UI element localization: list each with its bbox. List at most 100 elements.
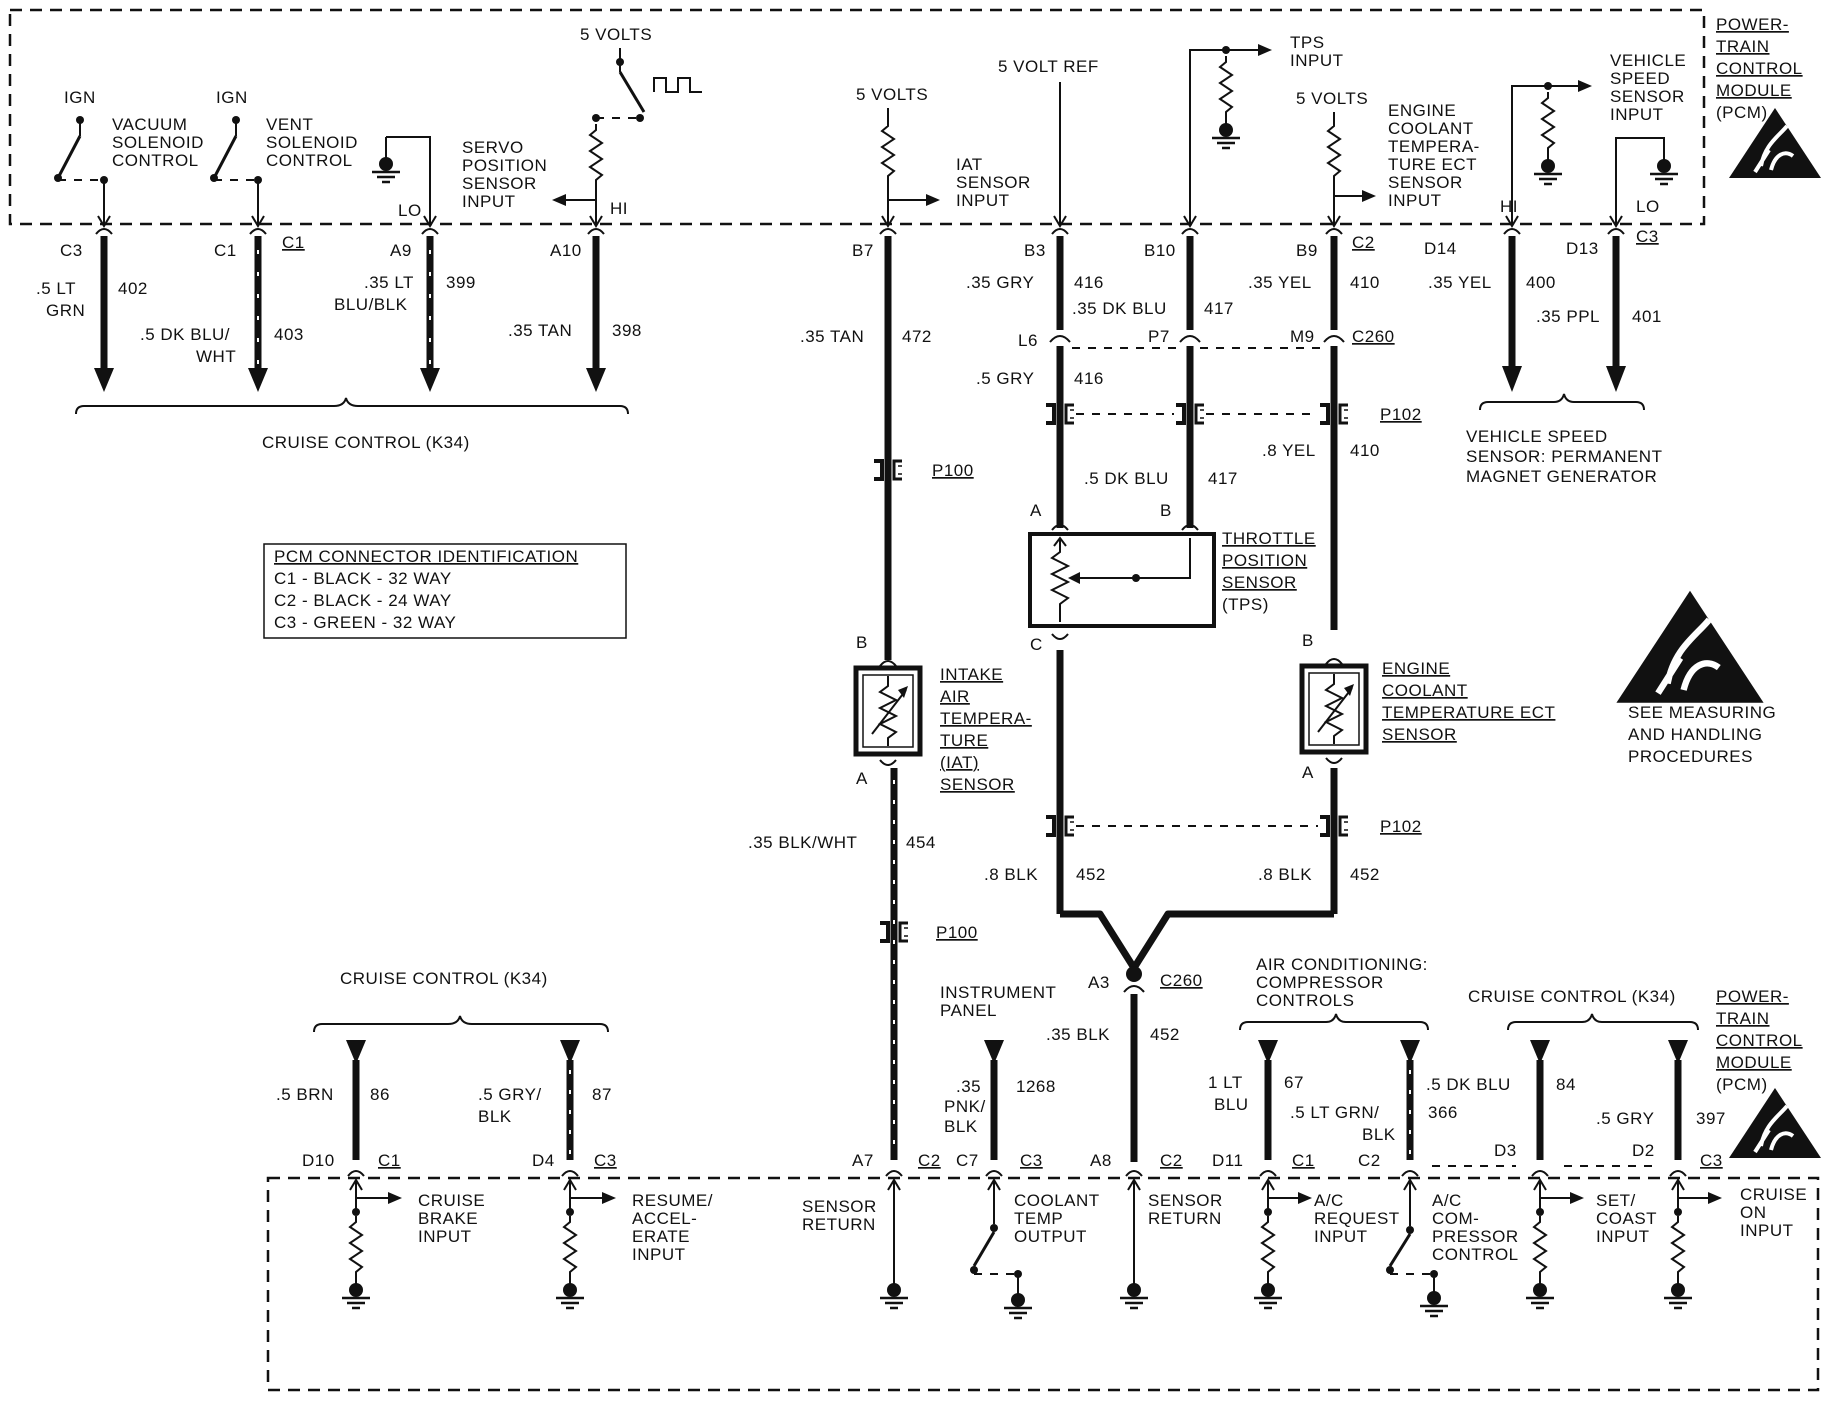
instrument-panel-label: PANEL bbox=[940, 1001, 997, 1020]
wire-color: PNK/ bbox=[944, 1097, 986, 1116]
vss-label: SENSOR: PERMANENT bbox=[1466, 447, 1662, 466]
pin-label: A9 bbox=[390, 241, 412, 260]
circuit-number: 399 bbox=[446, 273, 476, 292]
servo-label: SERVO bbox=[462, 138, 524, 157]
pin-label: C2 bbox=[1160, 1151, 1183, 1170]
iat-label: TEMPERA- bbox=[940, 709, 1032, 728]
wire-color: BLK bbox=[1362, 1125, 1396, 1144]
esd-warning-icon bbox=[1616, 591, 1763, 703]
sensor-return-label: SENSOR bbox=[1148, 1191, 1223, 1210]
servo-label: POSITION bbox=[462, 156, 547, 175]
ect-sensor: B A ENGINE COOLANT TEMPERATURE ECT SENSO… bbox=[1299, 631, 1555, 782]
wire-color: .5 GRY bbox=[1596, 1109, 1654, 1128]
circuit-number: 452 bbox=[1150, 1025, 1180, 1044]
resume-label: INPUT bbox=[632, 1245, 686, 1264]
wire-color: .35 YEL bbox=[1248, 273, 1312, 292]
ac-comp-label: PRESSOR bbox=[1432, 1227, 1519, 1246]
bottom-wires: .5 BRN 86 .5 GRY/ BLK 87 .35 PNK/ BLK 12… bbox=[276, 1040, 1725, 1167]
circuit-number: 452 bbox=[1076, 865, 1106, 884]
coolant-temp-label: TEMP bbox=[1014, 1209, 1063, 1228]
pin-label: C3 bbox=[594, 1151, 617, 1170]
pin-label: C3 bbox=[1636, 227, 1659, 246]
wire-color: BLK bbox=[478, 1107, 512, 1126]
pin-label: C1 bbox=[378, 1151, 401, 1170]
pin-label: C3 bbox=[1700, 1151, 1723, 1170]
pcm-title-line: CONTROL bbox=[1716, 59, 1803, 78]
wire-color: BLU bbox=[1214, 1095, 1249, 1114]
pin-label: B bbox=[856, 633, 868, 652]
wire-color: .5 DK BLU bbox=[1084, 469, 1169, 488]
coolant-temp-label: COOLANT bbox=[1014, 1191, 1100, 1210]
ect-input-label: COOLANT bbox=[1388, 119, 1474, 138]
vent-label: CONTROL bbox=[266, 151, 353, 170]
ac-request-label: A/C bbox=[1314, 1191, 1344, 1210]
pin-label: D2 bbox=[1632, 1141, 1655, 1160]
pin-label: D3 bbox=[1494, 1141, 1517, 1160]
cruise-control-label: CRUISE CONTROL (K34) bbox=[340, 969, 548, 988]
vss-input-label: SPEED bbox=[1610, 69, 1670, 88]
connector-label: P102 bbox=[1380, 817, 1422, 836]
sensor-return-label: RETURN bbox=[1148, 1209, 1222, 1228]
circuit-number: 400 bbox=[1526, 273, 1556, 292]
ect-label: ENGINE bbox=[1382, 659, 1450, 678]
tps-label: SENSOR bbox=[1222, 573, 1297, 592]
circuit-number: 366 bbox=[1428, 1103, 1458, 1122]
ect-input-label: TURE ECT bbox=[1388, 155, 1477, 174]
pin-label: A bbox=[856, 769, 868, 788]
cruise-on-label: ON bbox=[1740, 1203, 1767, 1222]
cruise-on-label: INPUT bbox=[1740, 1221, 1794, 1240]
hi-label: HI bbox=[1500, 197, 1518, 216]
circuit-number: 416 bbox=[1074, 273, 1104, 292]
vent-label: VENT bbox=[266, 115, 313, 134]
connector-label: M9 bbox=[1290, 327, 1315, 346]
pcm-title-line: POWER- bbox=[1716, 15, 1789, 34]
pcm-top-title: POWER- TRAIN CONTROL MODULE (PCM) bbox=[1716, 15, 1823, 180]
resume-label: ERATE bbox=[632, 1227, 690, 1246]
pin-label: B9 bbox=[1296, 241, 1318, 260]
pin-label: B bbox=[1160, 501, 1172, 520]
pin-label: C3 bbox=[1020, 1151, 1043, 1170]
ect-label: TEMPERATURE ECT bbox=[1382, 703, 1555, 722]
pcm-bottom-circuits: CRUISE BRAKE INPUT RESUME/ ACCEL- ERATE … bbox=[340, 1170, 1807, 1320]
tps-input-circuit: TPS INPUT bbox=[1183, 33, 1343, 228]
wire-color: .5 LT bbox=[36, 279, 76, 298]
circuit-number: 87 bbox=[592, 1085, 612, 1104]
resume-label: RESUME/ bbox=[632, 1191, 713, 1210]
pcm-title-line: TRAIN bbox=[1716, 1009, 1770, 1028]
tps-circuit: .35 GRY 416 .35 DK BLU 417 .35 YEL 410 L… bbox=[966, 228, 1421, 654]
lo-label: LO bbox=[398, 201, 422, 220]
wire-color: .8 YEL bbox=[1262, 441, 1316, 460]
wire-color: .5 BRN bbox=[276, 1085, 334, 1104]
tps-label: POSITION bbox=[1222, 551, 1307, 570]
iat-label: AIR bbox=[940, 687, 970, 706]
ect-input-label: ENGINE bbox=[1388, 101, 1456, 120]
tps-input-label: TPS bbox=[1290, 33, 1325, 52]
esd-note-text: AND HANDLING bbox=[1628, 725, 1762, 744]
circuit-number: 410 bbox=[1350, 273, 1380, 292]
wire-color: .35 LT bbox=[364, 273, 414, 292]
table-title: PCM CONNECTOR IDENTIFICATION bbox=[274, 547, 578, 566]
vss-input-label: VEHICLE bbox=[1610, 51, 1686, 70]
ac-request-label: INPUT bbox=[1314, 1227, 1368, 1246]
pin-label: A8 bbox=[1090, 1151, 1112, 1170]
pin-label: C2 bbox=[918, 1151, 941, 1170]
table-row: C1 - BLACK - 32 WAY bbox=[274, 569, 452, 588]
vss-wires: .35 YEL 400 .35 PPL 401 VEHICLE SPEED SE… bbox=[1428, 228, 1662, 486]
esd-warning-icon bbox=[1727, 1086, 1823, 1160]
pin-label: C2 bbox=[1352, 233, 1375, 252]
circuit-number: 84 bbox=[1556, 1075, 1576, 1094]
pcm-title-line: TRAIN bbox=[1716, 37, 1770, 56]
table-row: C3 - GREEN - 32 WAY bbox=[274, 613, 456, 632]
pin-label: A7 bbox=[852, 1151, 874, 1170]
wire-color: .35 bbox=[956, 1077, 981, 1096]
wire-color: .35 BLK/WHT bbox=[748, 833, 857, 852]
wire-color: BLK bbox=[944, 1117, 978, 1136]
esd-note-text: PROCEDURES bbox=[1628, 747, 1753, 766]
iat-input-label: SENSOR bbox=[956, 173, 1031, 192]
ign-label: IGN bbox=[216, 88, 248, 107]
five-volt-ref-circuit: 5 VOLT REF bbox=[998, 57, 1098, 228]
iat-input-label: IAT bbox=[956, 155, 983, 174]
connector-label: L6 bbox=[1018, 331, 1038, 350]
tps-label: (TPS) bbox=[1222, 595, 1269, 614]
circuit-number: 402 bbox=[118, 279, 148, 298]
